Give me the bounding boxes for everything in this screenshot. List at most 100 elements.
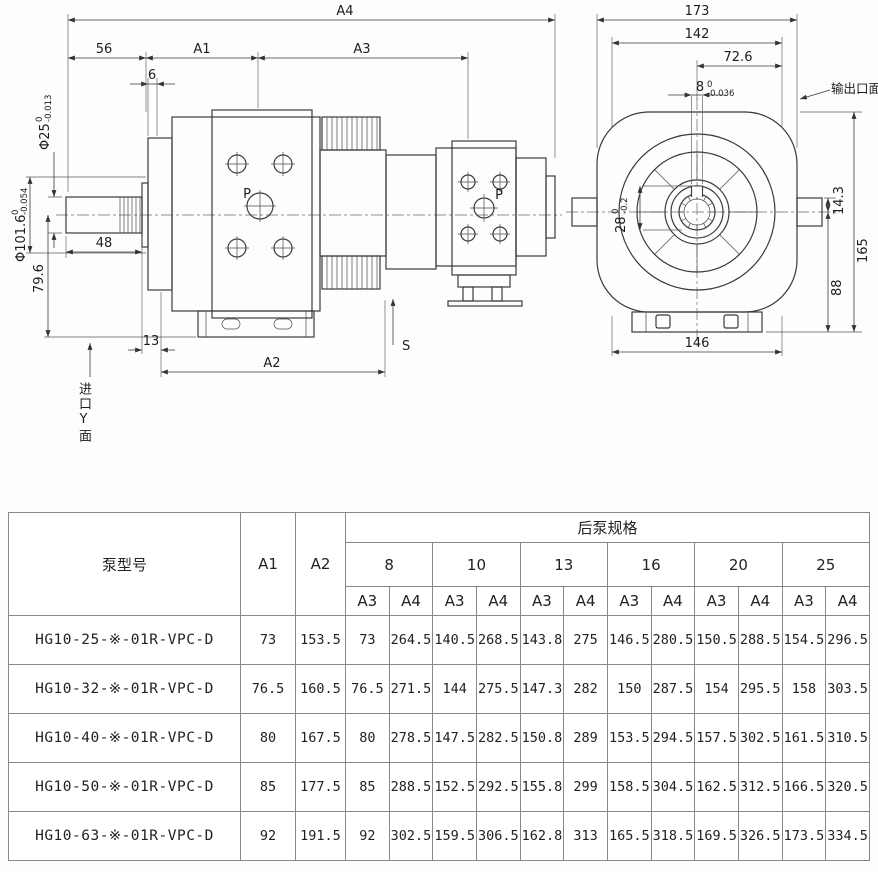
cell: 287.5 <box>650 664 696 714</box>
dim-48-label: 48 <box>96 236 113 251</box>
rear-bracket <box>447 274 523 307</box>
keyway <box>690 185 704 197</box>
cell: 140.5 <box>432 615 477 665</box>
dim-phi25-tol-upper: 0 <box>35 117 45 122</box>
cell: 312.5 <box>737 762 783 812</box>
dim-a2-label: A2 <box>263 356 280 371</box>
table-row: HG10-25-※-01R-VPC-D 73 153.5 73 264.5 14… <box>8 615 870 665</box>
dim-165-label: 165 <box>856 238 871 263</box>
col-header-a3: A3 <box>519 586 565 616</box>
dim-28: 28 0 -0.2 <box>611 197 630 233</box>
front-bolt-holes <box>225 152 295 260</box>
cell: 152.5 <box>432 762 477 812</box>
right-tab <box>796 197 823 227</box>
output-face-arrow <box>799 89 831 100</box>
cell: 162.8 <box>519 811 565 861</box>
dim-phi101: Φ101.6 0 -0.054 <box>11 188 30 262</box>
dim-8-tol-lower: -0.036 <box>707 89 734 99</box>
dim-14-3: 14.3 <box>832 186 847 215</box>
col-header-a4: A4 <box>563 586 608 616</box>
cell: 303.5 <box>825 664 870 714</box>
table-row: HG10-50-※-01R-VPC-D 85 177.5 85 288.5 15… <box>8 762 870 812</box>
dim-88-label: 88 <box>830 279 845 296</box>
centerlines <box>56 98 840 346</box>
cell-model: HG10-25-※-01R-VPC-D <box>8 615 241 665</box>
dim-28-tol-lower: -0.2 <box>620 197 630 214</box>
dim-8-label: 8 <box>696 80 704 95</box>
left-dimension-lines <box>27 17 555 377</box>
suction-port-label: S <box>402 339 410 354</box>
output-face-label: 输出口面 <box>831 81 878 96</box>
cell: 268.5 <box>475 615 521 665</box>
left-extension-lines <box>26 14 556 377</box>
cell: 302.5 <box>737 713 783 763</box>
cell: 306.5 <box>475 811 521 861</box>
end-view <box>571 111 823 333</box>
table-row: HG10-32-※-01R-VPC-D 76.5 160.5 76.5 271.… <box>8 664 870 714</box>
col-header-a1: A1 <box>240 512 296 616</box>
dim-56-label: 56 <box>96 42 113 57</box>
cell: 150.8 <box>519 713 565 763</box>
technical-drawing: A4 56 A1 A3 6 48 13 A2 S P P Φ25 0 -0.01… <box>11 4 878 444</box>
cell: 80 <box>240 713 296 763</box>
connector-section <box>385 154 437 270</box>
cell: 73 <box>345 615 390 665</box>
cell: 144 <box>432 664 477 714</box>
dim-165: 165 <box>856 238 871 263</box>
cell: 167.5 <box>295 713 346 763</box>
cell: 296.5 <box>825 615 870 665</box>
col-header-size-16: 16 <box>606 542 696 587</box>
rear-pressure-port <box>470 194 498 222</box>
table-row: HG10-63-※-01R-VPC-D 92 191.5 92 302.5 15… <box>8 811 870 861</box>
cell: 275 <box>563 615 608 665</box>
col-header-size-8: 8 <box>344 542 434 587</box>
cell: 155.8 <box>519 762 565 812</box>
cell: 160.5 <box>295 664 346 714</box>
front-pressure-port <box>244 190 276 222</box>
cell: 146.5 <box>606 615 652 665</box>
cell: 166.5 <box>781 762 827 812</box>
dim-28-tol-upper: 0 <box>611 209 621 214</box>
cell: 318.5 <box>650 811 696 861</box>
col-header-a4: A4 <box>388 586 434 616</box>
cell: 302.5 <box>388 811 434 861</box>
pump-drawing-svg: A4 56 A1 A3 6 48 13 A2 S P P Φ25 0 -0.01… <box>11 4 878 377</box>
cell: 320.5 <box>825 762 870 812</box>
left-tab <box>571 197 598 227</box>
bottom-fins <box>321 255 381 290</box>
dim-phi101-tol-upper: 0 <box>11 210 21 215</box>
col-header-a3: A3 <box>345 586 390 616</box>
dim-phi101-label: Φ101.6 <box>14 215 29 262</box>
dimensions-table: 泵型号 A1 A2 后泵规格 8 10 13 16 20 25 A3 A4 A3… <box>8 512 871 861</box>
col-header-a4: A4 <box>825 586 870 616</box>
cell: 289 <box>563 713 608 763</box>
cell-model: HG10-40-※-01R-VPC-D <box>8 713 241 763</box>
cell: 313 <box>563 811 608 861</box>
rear-pump-housing <box>435 147 517 267</box>
rear-port-label: P <box>495 188 503 203</box>
cell: 159.5 <box>432 811 477 861</box>
cell: 191.5 <box>295 811 346 861</box>
cell: 73 <box>240 615 296 665</box>
cell: 282 <box>563 664 608 714</box>
dim-phi25-tol-lower: -0.013 <box>44 95 54 122</box>
dim-phi101-tol-lower: -0.054 <box>20 188 30 215</box>
col-header-size-20: 20 <box>694 542 783 587</box>
cell: 271.5 <box>388 664 434 714</box>
dim-8-tol-upper: 0 <box>707 80 712 90</box>
cell: 173.5 <box>781 811 827 861</box>
keyway-mask <box>691 186 703 197</box>
end-view-foot <box>631 311 763 333</box>
outer-circle <box>618 133 776 291</box>
dim-a3-label: A3 <box>353 42 370 57</box>
cell: 334.5 <box>825 811 870 861</box>
cell: 326.5 <box>737 811 783 861</box>
front-pump-housing <box>171 116 321 312</box>
top-fins <box>321 116 381 151</box>
side-view <box>65 109 556 338</box>
dim-phi25: Φ25 0 -0.013 <box>35 95 54 150</box>
cell: 304.5 <box>650 762 696 812</box>
dim-79-6: 79.6 <box>32 264 47 293</box>
cell: 177.5 <box>295 762 346 812</box>
